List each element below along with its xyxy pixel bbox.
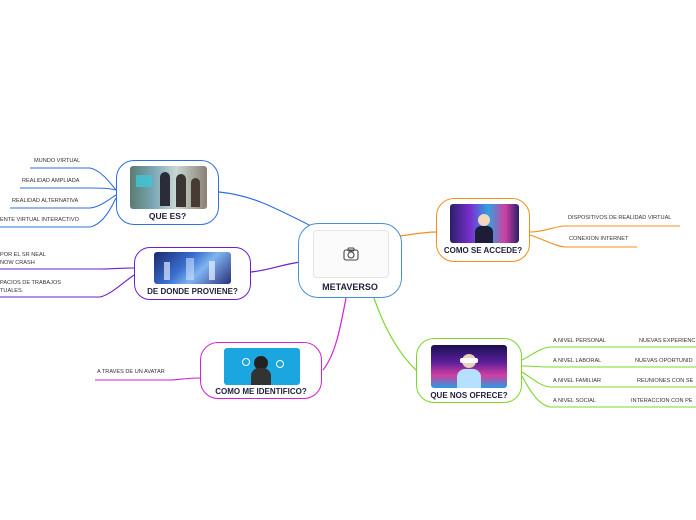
link-como-accede [399,231,437,237]
leaf-ofrece-label-1[interactable]: A NIVEL LABORAL [553,358,602,364]
camera-icon [343,247,359,261]
que-es-leaf-lines [0,167,117,228]
leaf-ofrece-label-0[interactable]: A NIVEL PERSONAL [553,338,606,344]
image-como-identifico [224,348,300,385]
leaf-ofrece-detail-0[interactable]: NUEVAS EXPERIENC [639,338,696,344]
como-identifico-title: COMO ME IDENTIFICO? [215,387,307,396]
node-como-me-identifico[interactable]: COMO ME IDENTIFICO? [200,342,322,399]
que-es-title: QUE ES? [148,211,187,221]
central-title: METAVERSO [322,282,378,292]
node-que-es[interactable]: QUE ES? [116,160,219,225]
leaf-ofrece-detail-2[interactable]: REUNIONES CON SE [637,378,694,384]
identifico-leaf-line [95,377,201,381]
leaf-ofrece-label-3[interactable]: A NIVEL SOCIAL [553,398,597,404]
image-que-ofrece [431,345,507,388]
leaf-que-es-3[interactable]: ENTE VIRTUAL INTERACTIVO [0,217,79,223]
node-que-nos-ofrece[interactable]: QUE NOS OFRECE? [416,338,522,403]
accede-leaf-lines [529,225,680,248]
image-que-es [130,166,207,209]
link-de-donde [250,261,301,273]
leaf-ofrece-detail-3[interactable]: INTERACCION CON PE [631,398,693,404]
leaf-ofrece-label-2[interactable]: A NIVEL FAMILIAR [553,378,601,384]
leaf-accede-1[interactable]: CONEXION INTERNET [569,236,629,242]
node-como-se-accede[interactable]: COMO SE ACCEDE? [436,198,530,262]
leaf-accede-0[interactable]: DISPOSITIVOS DE REALIDAD VIRTUAL [568,215,672,221]
ofrece-leaf-lines [521,346,696,408]
image-como-accede [450,204,519,243]
central-node[interactable]: METAVERSO [298,223,402,298]
como-accede-title: COMO SE ACCEDE? [443,246,523,255]
leaf-que-es-2[interactable]: REALIDAD ALTERNATIVA [12,198,79,204]
link-como-identifico [322,297,347,371]
leaf-de-donde-1[interactable]: PACIOS DE TRABAJOS TUALES. [0,280,62,294]
leaf-ofrece-detail-1[interactable]: NUEVAS OPORTUNID [635,358,693,364]
node-de-donde-proviene[interactable]: DE DONDE PROVIENE? [134,247,251,300]
que-ofrece-title: QUE NOS OFRECE? [430,391,508,400]
leaf-que-es-1[interactable]: REALIDAD AMPLIADA [22,178,80,184]
leaf-que-es-0[interactable]: MUNDO VIRTUAL [34,158,81,164]
image-placeholder [313,230,389,278]
de-donde-title: DE DONDE PROVIENE? [147,287,238,296]
de-donde-leaf-lines [0,267,135,298]
link-que-es [218,191,316,229]
link-que-ofrece [373,297,417,371]
leaf-de-donde-0[interactable]: POR EL SR NEAL NOW CRASH [0,252,46,266]
leaf-identifico-0[interactable]: A TRAVES DE UN AVATAR [97,369,165,375]
image-de-donde [154,252,231,284]
